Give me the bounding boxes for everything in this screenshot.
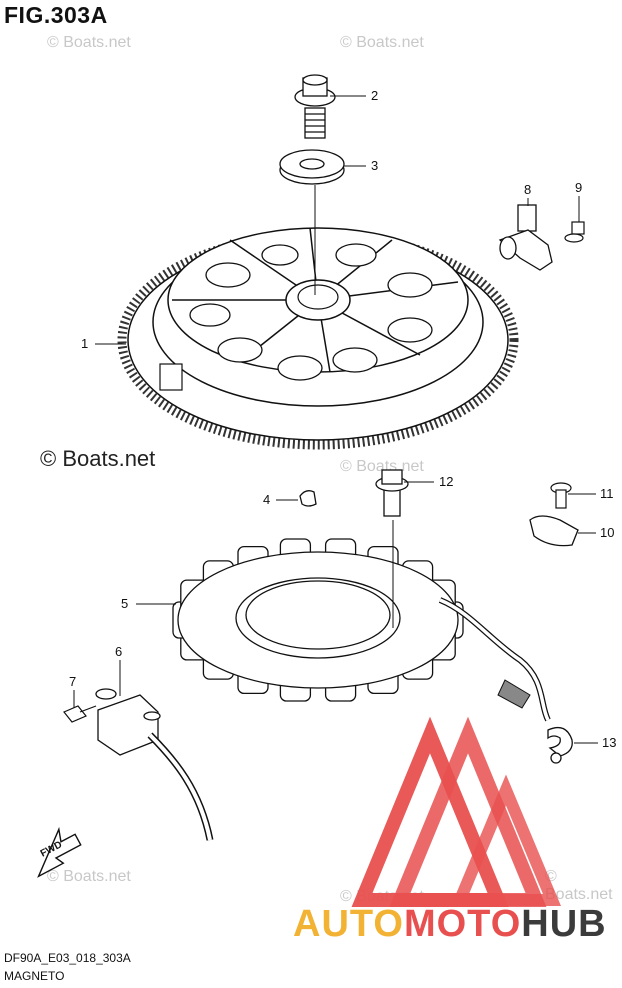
brand-part-auto: AUTO — [293, 903, 404, 945]
watermark: © Boats.net — [545, 868, 613, 903]
watermark: © Boats.net — [47, 34, 131, 51]
brand-logo — [351, 716, 562, 907]
callout-5: 5 — [121, 596, 129, 611]
part-8-sensor — [498, 204, 553, 271]
callout-11: 11 — [600, 486, 614, 501]
watermark: © Boats.net — [340, 34, 424, 51]
callout-3: 3 — [371, 158, 379, 173]
part-1-flywheel — [117, 227, 519, 450]
brand-part-hub: HUB — [521, 903, 607, 945]
callout-10: 10 — [600, 525, 615, 540]
part-12-bolt — [375, 469, 409, 517]
part-6-pulser-coil — [95, 688, 214, 841]
callout-8: 8 — [524, 182, 532, 197]
callout-1: 1 — [81, 336, 89, 351]
figure-title: FIG.303A — [4, 2, 108, 28]
brand-part-moto: MOTO — [403, 903, 522, 945]
leader-lines — [73, 95, 598, 744]
callout-4: 4 — [263, 492, 271, 507]
callout-2: 2 — [371, 88, 379, 103]
watermark-large: © Boats.net — [40, 446, 156, 471]
watermark: © Boats.net — [47, 868, 131, 885]
part-10-clamp — [529, 515, 579, 547]
callout-12: 12 — [439, 474, 454, 489]
part-13-clip — [547, 726, 573, 764]
fwd-arrow-icon — [37, 826, 82, 878]
brand-wordmark: AUTOMOTOHUB — [293, 903, 607, 946]
figure-name: MAGNETO — [4, 969, 65, 983]
callout-9: 9 — [575, 180, 583, 195]
part-5-stator — [172, 538, 551, 722]
part-9-bolt — [564, 221, 585, 243]
part-2-flywheel-bolt — [294, 74, 336, 139]
part-11-bolt — [550, 482, 572, 509]
callout-13: 13 — [602, 735, 617, 750]
figure-code: DF90A_E03_018_303A — [4, 951, 131, 965]
watermark: © Boats.net — [340, 458, 424, 475]
part-3-washer — [279, 149, 345, 185]
part-4-key — [299, 490, 317, 507]
callout-6: 6 — [115, 644, 123, 659]
part-7-screw — [63, 705, 97, 723]
callout-7: 7 — [69, 674, 77, 689]
